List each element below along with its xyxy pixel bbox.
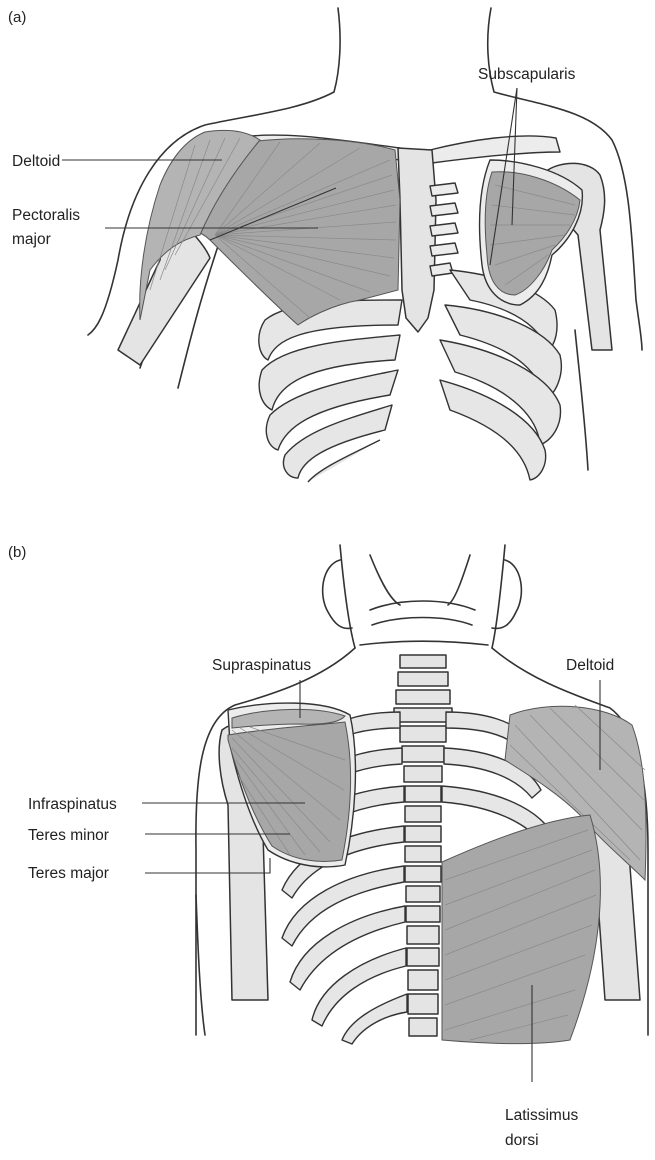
label-teres-minor: Teres minor — [28, 827, 109, 844]
panel-a-label: (a) — [8, 9, 26, 26]
label-latissimus-line2: dorsi — [505, 1132, 539, 1149]
panel-b-label: (b) — [8, 544, 26, 561]
label-pectoralis-line1: Pectoralis — [12, 207, 80, 224]
label-supraspinatus: Supraspinatus — [212, 657, 311, 674]
anterior-ribs-left — [259, 300, 402, 482]
panel-a: (a) — [8, 8, 642, 482]
posterior-head-neck — [323, 545, 522, 648]
anterior-ribs-right — [440, 270, 561, 480]
label-latissimus-line1: Latissimus — [505, 1107, 578, 1124]
label-teres-major: Teres major — [28, 865, 109, 882]
subscapularis-muscle — [485, 172, 580, 295]
right-clavicle — [430, 136, 560, 163]
label-deltoid-posterior: Deltoid — [566, 657, 614, 674]
label-subscapularis: Subscapularis — [478, 66, 576, 83]
label-infraspinatus: Infraspinatus — [28, 796, 117, 813]
label-deltoid-anterior: Deltoid — [12, 153, 60, 170]
sternum — [398, 148, 436, 332]
panel-b: (b) — [8, 544, 648, 1149]
label-pectoralis-line2: major — [12, 231, 51, 248]
latissimus-dorsi-muscle — [442, 815, 600, 1044]
